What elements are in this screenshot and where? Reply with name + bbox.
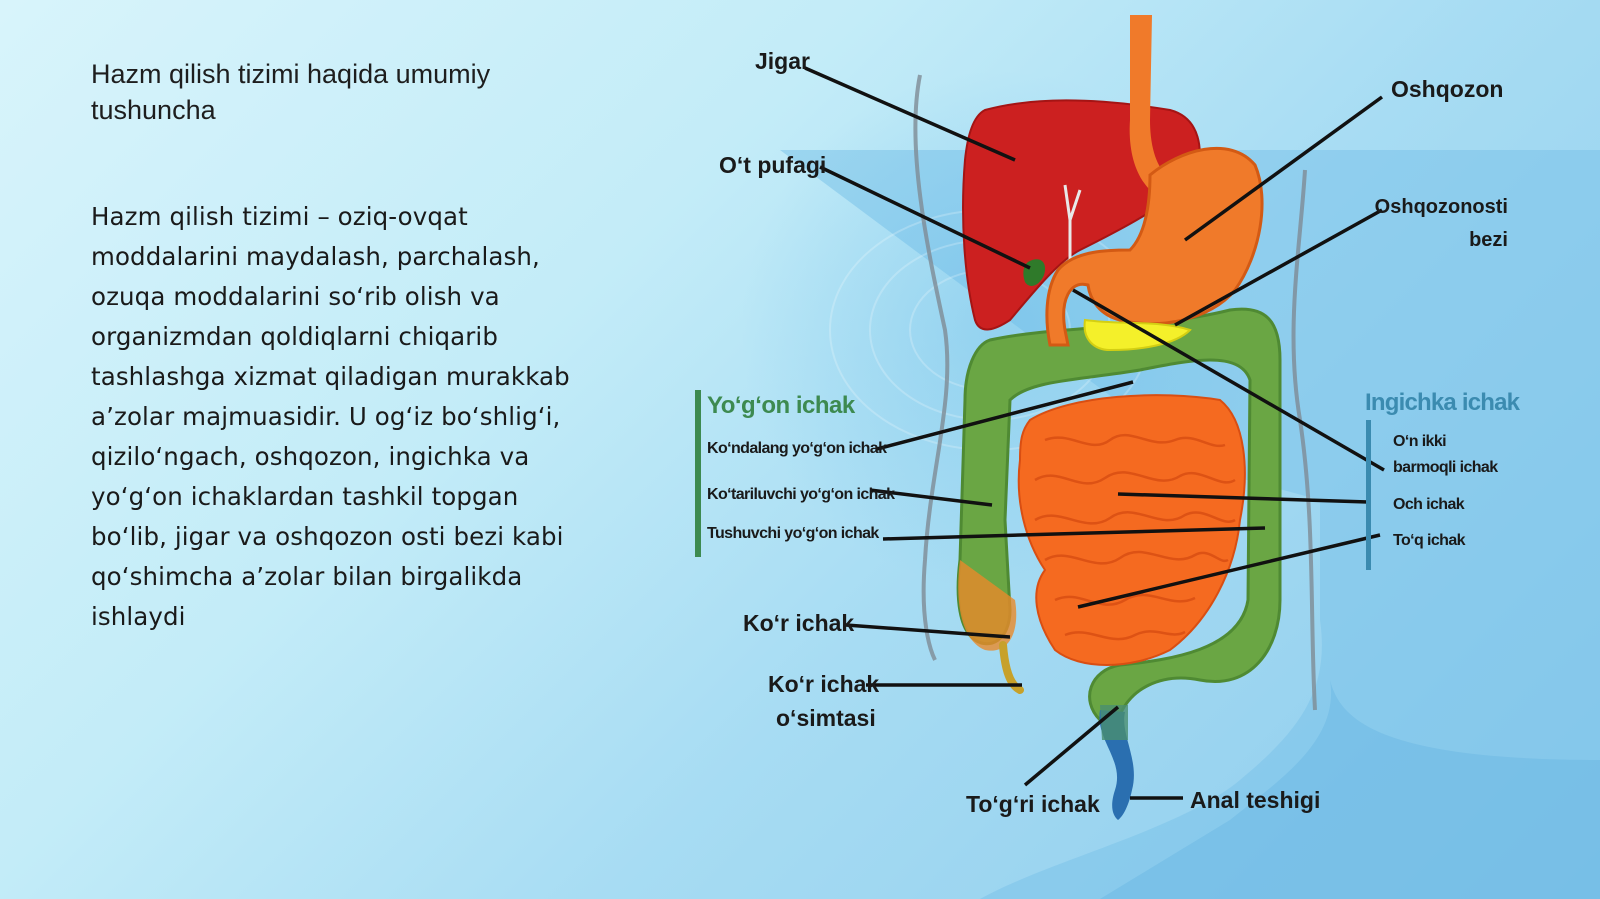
- label-pancreas-line2: bezi: [1469, 229, 1508, 251]
- large-intestine-title: Yo‘g‘on ichak: [707, 392, 856, 419]
- label-liver: Jigar: [755, 48, 810, 74]
- cecum: [958, 560, 1017, 651]
- small-intestine-title: Ingichka ichak: [1365, 389, 1521, 416]
- slide-body-text: Hazm qilish tizimi – oziq-ovqat moddalar…: [91, 202, 570, 631]
- leader-ileum: [1077, 533, 1381, 609]
- small-intestine-folds: [1034, 433, 1236, 641]
- label-anus: Anal teshigi: [1190, 787, 1320, 813]
- leader-stomach: [1183, 95, 1384, 242]
- large-intestine-item-ascending: Ko‘tariluvchi yo‘g‘on ichak: [707, 486, 895, 503]
- leader-jejunum: [1117, 492, 1369, 504]
- small-intestine-item-duodenum-line2: barmoqli ichak: [1393, 459, 1498, 476]
- label-rectum: To‘g‘ri ichak: [966, 791, 1100, 817]
- appendix: [999, 641, 1024, 694]
- label-pancreas-line1: Oshqozonosti: [1375, 196, 1508, 218]
- leader-gallbladder: [819, 165, 1031, 270]
- label-stomach: Oshqozon: [1391, 76, 1503, 102]
- leader-cecum: [845, 623, 1011, 639]
- label-cecum: Ko‘r ichak: [743, 610, 854, 636]
- stomach: [1045, 146, 1264, 347]
- large-intestine-item-descending: Tushuvchi yo‘g‘on ichak: [707, 525, 879, 542]
- small-intestine-item-ileum: To‘q ichak: [1393, 532, 1466, 549]
- rectum-upper: [1100, 705, 1128, 740]
- large-intestine-item-transverse: Ko‘ndalang yo‘g‘on ichak: [707, 440, 887, 457]
- leader-lines: [804, 66, 1385, 800]
- esophagus: [1129, 15, 1170, 190]
- leader-pancreas: [1174, 208, 1383, 327]
- leader-liver: [804, 66, 1016, 162]
- large-intestine-group-bar: [695, 390, 701, 557]
- small-intestine-group-bar: [1366, 420, 1371, 570]
- slide-title: Hazm qilish tizimi haqida umumiy tushunc…: [91, 59, 491, 125]
- label-appendix-line2: o‘simtasi: [776, 705, 876, 731]
- small-intestine-item-jejunum: Och ichak: [1393, 496, 1465, 513]
- leader-duodenum: [1072, 288, 1385, 472]
- leader-descending-colon: [882, 526, 1266, 541]
- leader-transverse-colon: [876, 380, 1134, 451]
- bile-ducts: [1063, 184, 1082, 260]
- body-outline-left: [913, 74, 950, 661]
- small-intestine-item-duodenum-line1: O‘n ikki: [1393, 433, 1446, 450]
- label-appendix-line1: Ko‘r ichak: [768, 671, 879, 697]
- leader-rectum: [1023, 705, 1120, 787]
- leader-ascending-colon: [869, 488, 993, 507]
- label-gallbladder: O‘t pufagi: [719, 152, 826, 178]
